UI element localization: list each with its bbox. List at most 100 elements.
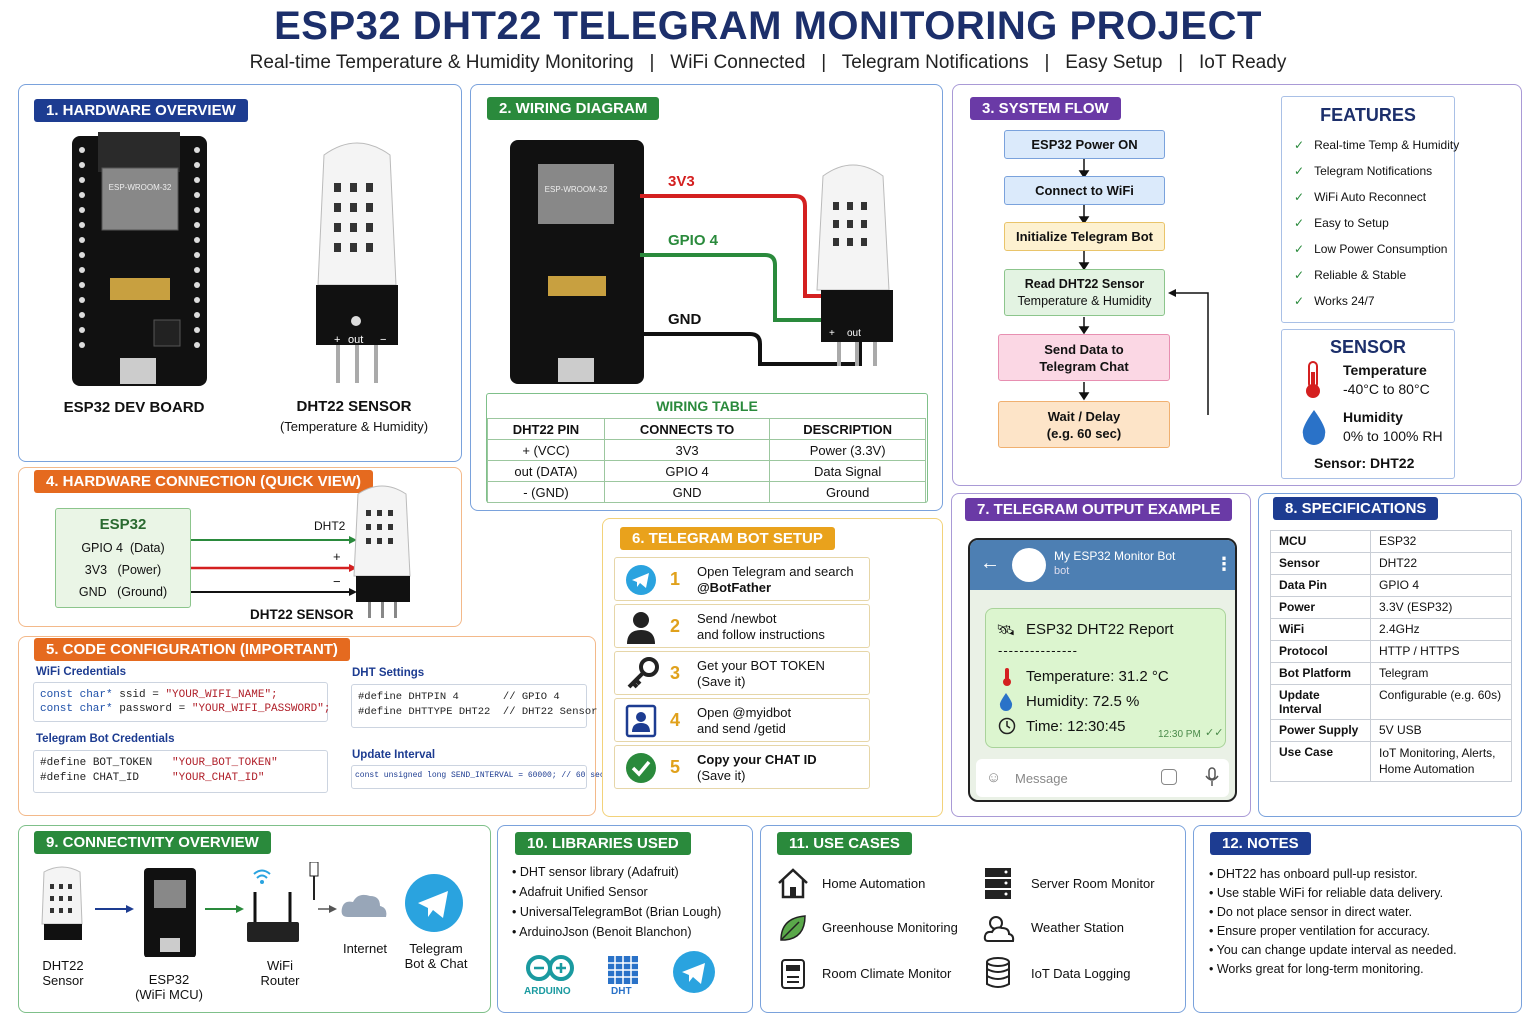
system-flow-tag: 3. SYSTEM FLOW xyxy=(970,97,1121,120)
key-icon xyxy=(627,657,659,689)
libraries-tag: 10. LIBRARIES USED xyxy=(515,832,691,855)
dht-logo-icon xyxy=(608,956,638,984)
flow-step-power-on: ESP32 Power ON xyxy=(1004,130,1165,159)
wifi-credentials-title: WiFi Credentials xyxy=(36,666,126,678)
message-timestamp: 12:30 PM xyxy=(1158,729,1201,740)
dht22-sensor-sublabel: (Temperature & Humidity) xyxy=(279,419,429,434)
svg-text:ESP-WROOM-32: ESP-WROOM-32 xyxy=(109,183,172,192)
bot-setup-tag: 6. TELEGRAM BOT SETUP xyxy=(620,527,835,550)
notes-panel xyxy=(1193,825,1522,1013)
conn-node-esp32: ESP32(WiFi MCU) xyxy=(135,972,203,1002)
arduino-logo-icon xyxy=(526,955,574,981)
bot-credentials-title: Telegram Bot Credentials xyxy=(36,733,175,745)
table-cell: Power (3.3V) xyxy=(769,439,926,461)
more-menu-icon[interactable]: ⋮ xyxy=(1215,554,1233,574)
flow-step-wait: Wait / Delay(e.g. 60 sec) xyxy=(998,401,1170,448)
wiring-table-title: WIRING TABLE xyxy=(656,398,758,414)
wiring-lines xyxy=(640,194,862,366)
wifi-credentials-code: const char* ssid = "YOUR_WIFI_NAME"; con… xyxy=(33,682,330,722)
code-config-tag: 5. CODE CONFIGURATION (IMPORTANT) xyxy=(34,638,350,661)
back-arrow-icon[interactable]: ← xyxy=(980,552,1000,574)
sensor-box xyxy=(1281,329,1455,479)
notes-list: DHT22 has onboard pull-up resistor. Use … xyxy=(1209,867,1457,981)
telegram-icon xyxy=(626,565,656,595)
message-input-bar[interactable] xyxy=(976,759,1229,797)
check-icon: ✓ xyxy=(1294,138,1305,152)
leaf-icon xyxy=(780,915,806,941)
quick-esp32-title: ESP32 xyxy=(99,516,147,533)
list-item: Adafruit Unified Sensor xyxy=(512,885,721,899)
notes-tag: 12. NOTES xyxy=(1210,832,1311,855)
flow-step-init-bot: Initialize Telegram Bot xyxy=(1004,222,1165,251)
features-title: FEATURES xyxy=(1320,105,1416,125)
phone-chat-window: ← My ESP32 Monitor Bot bot ⋮ 🛰 ESP32 DHT… xyxy=(968,538,1237,802)
sensor-title: SENSOR xyxy=(1329,337,1407,357)
telegram-output-tag: 7. TELEGRAM OUTPUT EXAMPLE xyxy=(965,498,1233,521)
dht22-sensor-label: DHT22 SENSOR xyxy=(296,398,412,415)
wire-label-3v3: 3V3 xyxy=(668,173,695,190)
check-icon: ✓ xyxy=(1294,268,1305,282)
page-title: ESP32 DHT22 TELEGRAM MONITORING PROJECT xyxy=(274,4,1262,48)
feature-item: ✓Easy to Setup xyxy=(1294,216,1389,230)
wiring-dht22-image: + out xyxy=(816,164,893,366)
connectivity-tag: 9. CONNECTIVITY OVERVIEW xyxy=(34,831,271,854)
table-cell: Data Signal xyxy=(769,460,926,482)
quick-minus-label: − xyxy=(333,574,341,589)
connectivity-diagram xyxy=(41,862,463,957)
check-icon: ✓ xyxy=(1294,164,1305,178)
bot-step-5: 5 Copy your CHAT ID(Save it) xyxy=(614,745,870,789)
report-humidity: Humidity: 72.5 % xyxy=(1026,693,1140,710)
check-icon: ✓ xyxy=(1294,216,1305,230)
arduino-logo-label: ARDUINO xyxy=(524,986,571,997)
flow-arrows xyxy=(1078,159,1209,415)
clock-icon xyxy=(998,717,1016,735)
quick-pin-gnd: GND (Ground) xyxy=(78,585,168,599)
feature-item: ✓WiFi Auto Reconnect xyxy=(1294,190,1427,204)
use-case-item: Server Room Monitor xyxy=(1031,876,1155,891)
quick-dht22-image xyxy=(353,485,411,618)
chat-header xyxy=(970,540,1235,590)
user-icon xyxy=(627,612,655,644)
wire-label-gpio4: GPIO 4 xyxy=(668,232,719,249)
sensor-hum-label: Humidity xyxy=(1343,409,1403,425)
quick-plus-label: + xyxy=(333,549,341,564)
satellite-icon: 🛰 xyxy=(996,622,1016,639)
feature-item: ✓Telegram Notifications xyxy=(1294,164,1433,178)
bot-step-3: 3 Get your BOT TOKEN(Save it) xyxy=(614,651,870,695)
use-case-item: IoT Data Logging xyxy=(1031,966,1131,981)
dht-settings-title: DHT Settings xyxy=(352,667,425,679)
check-icon: ✓ xyxy=(1294,242,1305,256)
check-circle-icon xyxy=(626,753,656,783)
message-input[interactable]: Message xyxy=(1015,771,1068,786)
use-cases-tag: 11. USE CASES xyxy=(777,832,912,855)
microphone-icon[interactable] xyxy=(1205,767,1219,787)
dht22-sensor-image: + out − xyxy=(316,142,398,383)
dht-logo-label: DHT xyxy=(611,986,632,997)
svg-text:+: + xyxy=(334,334,340,346)
list-item: UniversalTelegramBot (Brian Lough) xyxy=(512,905,721,919)
chat-bot-sub: bot xyxy=(1054,565,1070,577)
dht-settings-code: #define DHTPIN 4 // GPIO 4 #define DHTTY… xyxy=(351,684,597,728)
database-icon xyxy=(986,957,1010,988)
update-interval-title: Update Interval xyxy=(352,749,436,761)
sticker-icon[interactable] xyxy=(1161,769,1177,785)
server-icon xyxy=(985,868,1011,899)
features-box xyxy=(1281,96,1455,323)
list-item: Use stable WiFi for reliable data delive… xyxy=(1209,886,1457,900)
feature-item: ✓Real-time Temp & Humidity xyxy=(1294,138,1460,152)
emoji-icon[interactable]: ☺ xyxy=(986,769,1002,786)
table-cell: + (VCC) xyxy=(487,439,605,461)
